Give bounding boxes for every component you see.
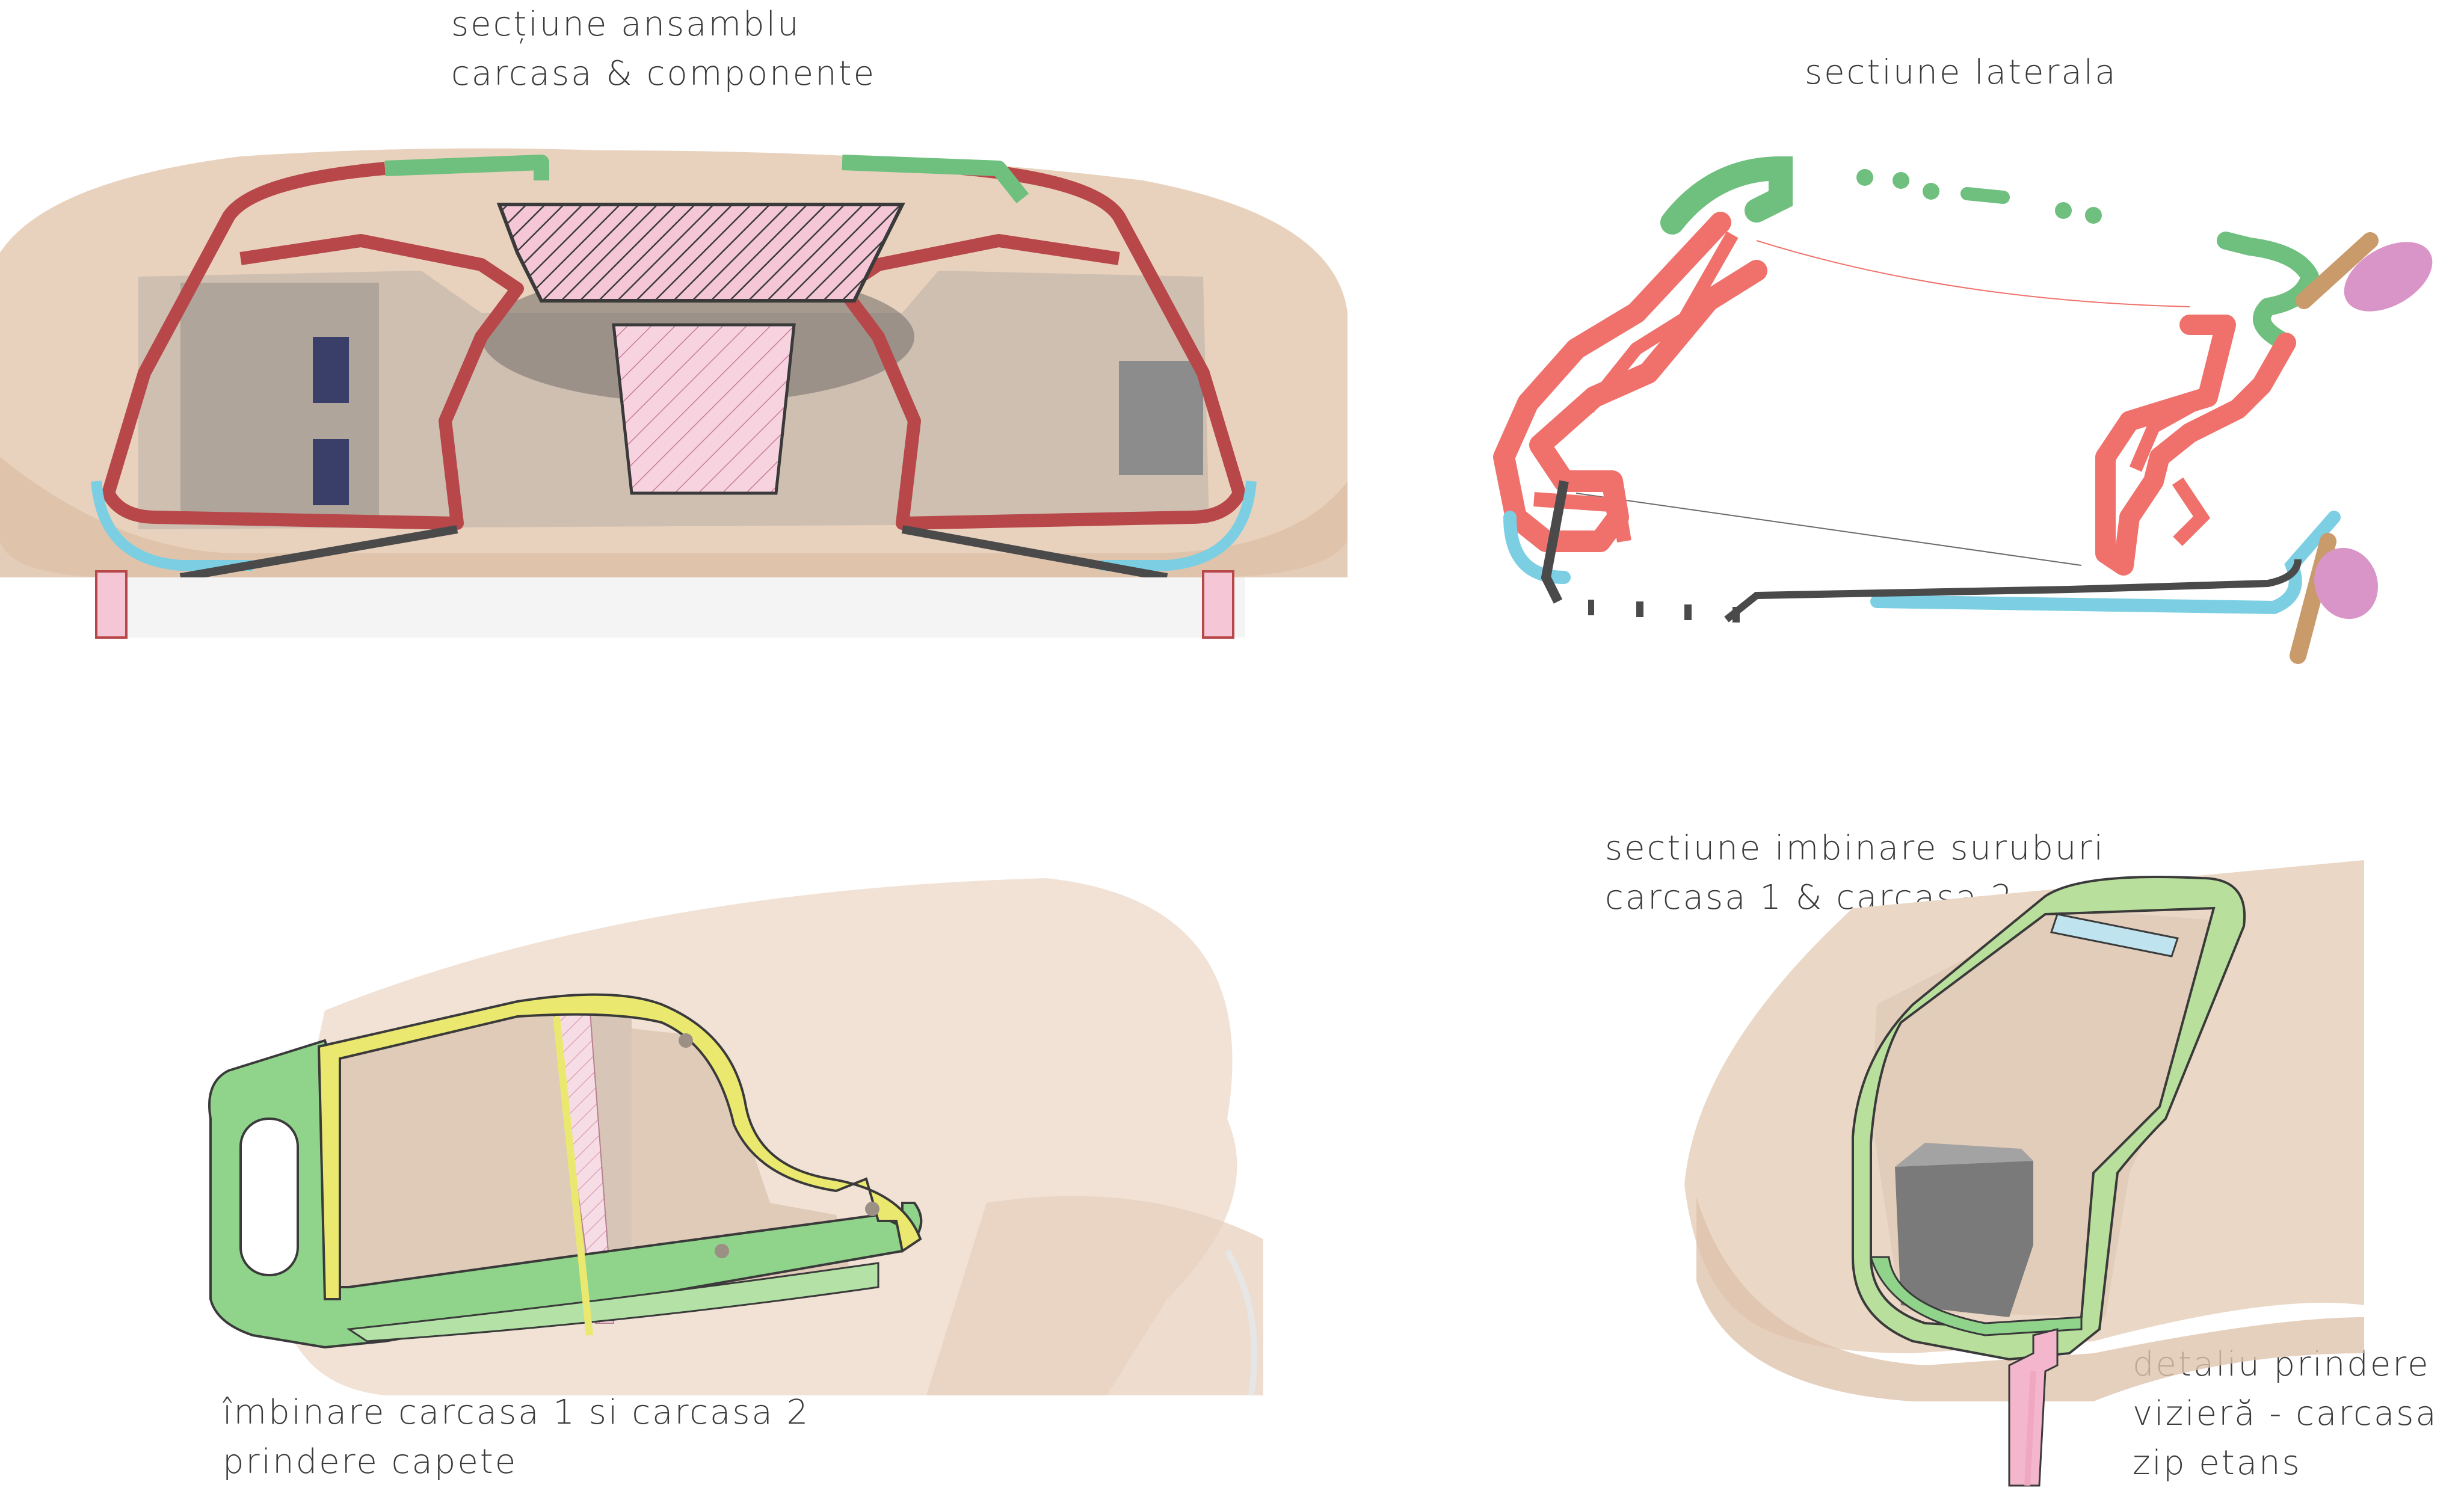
- coral-rear-rib: [2129, 391, 2211, 546]
- battery-block: [180, 283, 379, 523]
- helmet-rim: [1696, 1197, 2364, 1401]
- visor-edge-right: [1202, 570, 1234, 639]
- filter-element: [496, 203, 905, 303]
- dark-bottom-line: [1724, 559, 2302, 623]
- green-dot: [1893, 172, 1909, 189]
- screw-joint-drawing: [1684, 860, 2364, 1487]
- green-vent-section: [384, 155, 1029, 204]
- green-dot: [2085, 207, 2102, 224]
- green-dot: [1856, 169, 1873, 186]
- green-inner-band: [346, 1262, 879, 1342]
- green-dot: [2055, 202, 2072, 219]
- yellow-inner-shell: [317, 993, 922, 1300]
- green-inner-band: [1869, 1256, 2083, 1336]
- screw-head: [679, 1033, 693, 1048]
- top-contour-line: [1756, 240, 2190, 307]
- label-line: prindere capete: [223, 1442, 518, 1481]
- green-dot: [1923, 183, 1939, 200]
- label-line: îmbinare carcasa 1 si carcasa 2: [223, 1393, 810, 1432]
- label-line: sectiune imbinare suruburi: [1605, 829, 2105, 868]
- battery-top: [1895, 1143, 2033, 1167]
- bottom-contour-line: [1575, 493, 2082, 566]
- green-top-shell: [1660, 156, 1793, 235]
- coral-inner-rib: [1583, 231, 1739, 413]
- helmet-rim: [926, 1196, 1263, 1395]
- blue-seal: [1101, 481, 1257, 571]
- label-line: zip etans: [2133, 1443, 2302, 1483]
- violet-pad: [2344, 242, 2433, 312]
- cell-slot: [313, 337, 349, 403]
- brown-strip: [2296, 232, 2379, 309]
- green-rear-hook: [2217, 232, 2319, 352]
- red-shell-section: [836, 162, 1246, 530]
- yellow-rib: [553, 1016, 593, 1336]
- dark-chin-line: [1541, 480, 1569, 604]
- shell-joint-drawing: [208, 878, 1263, 1396]
- screw-head: [865, 1202, 879, 1216]
- red-shell-section: [102, 162, 524, 530]
- screw-head: [715, 1244, 729, 1258]
- coral-front-shell: [1493, 212, 1767, 552]
- blue-seal: [91, 481, 253, 571]
- helmet-shell-rim: [0, 457, 1348, 577]
- electronic-module: [1119, 361, 1203, 475]
- label-line: carcasa & componente: [451, 54, 876, 93]
- assembly-section-drawing: [0, 148, 1348, 639]
- visor-edge-left: [95, 570, 128, 639]
- shell-joint-label: îmbinare carcasa 1 si carcasa 2 prindere…: [223, 1388, 810, 1487]
- fan-core: [612, 323, 796, 495]
- side-section-label: sectiune laterala: [1805, 48, 2118, 97]
- label-line: sectiune laterala: [1805, 53, 2118, 92]
- green-dash: [1960, 187, 2010, 204]
- assembly-section-label: secțiune ansamblu carcasa & componente: [451, 0, 876, 99]
- visor-edge: [1224, 1249, 1257, 1396]
- sensor-strip: [2050, 913, 2179, 958]
- visor-band: [102, 577, 1245, 638]
- label-line: vizieră - carcasa: [2133, 1394, 2438, 1433]
- side-section-drawing: [1493, 156, 2433, 664]
- cell-slot: [313, 439, 349, 505]
- visor-edge: [2024, 1371, 2036, 1486]
- slot-opening: [239, 1118, 299, 1276]
- label-line: secțiune ansamblu: [451, 5, 801, 44]
- visor-frame-line: [179, 525, 1168, 582]
- violet-pad: [2314, 547, 2378, 619]
- battery-block: [1895, 1161, 2033, 1317]
